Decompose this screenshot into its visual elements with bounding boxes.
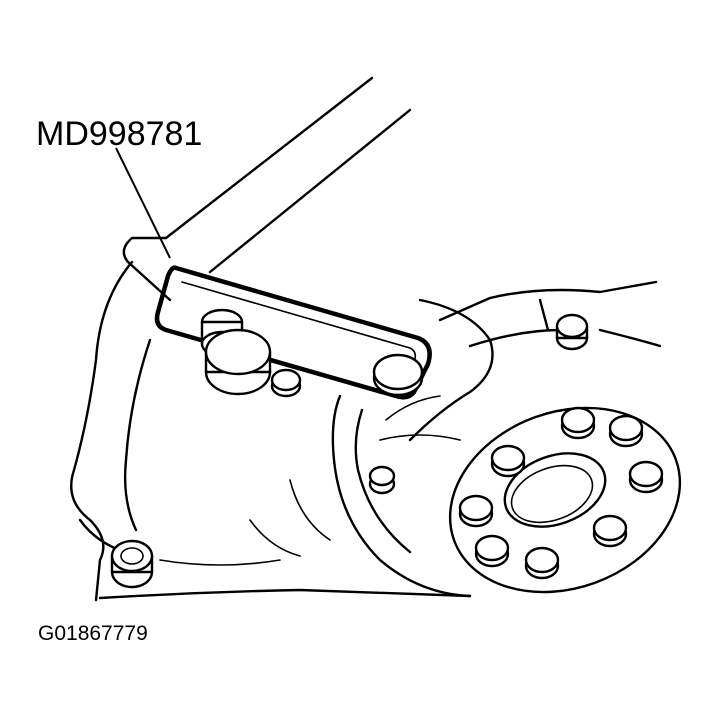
part-number-label: MD998781 — [36, 115, 202, 153]
callout-leader-line — [115, 147, 171, 259]
housing-outline-icon — [70, 76, 662, 602]
housing-bolts-icon — [110, 313, 589, 589]
figure-id-label: G01867779 — [38, 622, 148, 645]
special-tool-bracket-icon — [154, 265, 432, 400]
flange-bolt-pattern-icon — [448, 406, 682, 594]
